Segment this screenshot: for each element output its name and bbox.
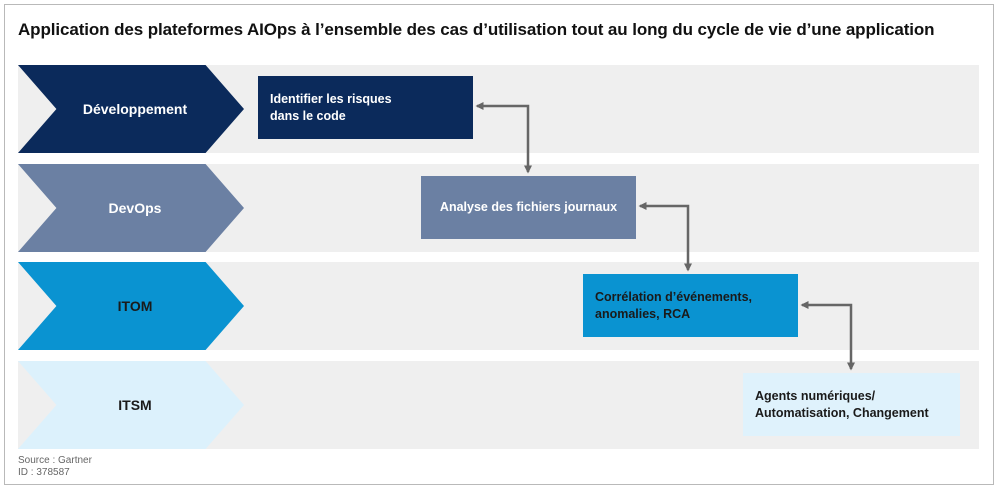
connector-devops-to-itom — [638, 202, 692, 272]
document-id: ID : 378587 — [18, 467, 70, 478]
stage-label-itsm: ITSM — [118, 397, 152, 413]
use-case-box-log-analysis: Analyse des fichiers journaux — [421, 176, 636, 239]
use-case-box-digital-agents: Agents numériques/ Automatisation, Chang… — [743, 373, 960, 436]
source-note: Source : Gartner ID : 378587 — [18, 455, 92, 479]
use-case-label-log-analysis: Analyse des fichiers journaux — [439, 200, 618, 214]
use-case-label-digital-agents: Agents numériques/ Automatisation, Chang… — [755, 388, 929, 420]
stage-chevron-development: Développement — [18, 65, 244, 153]
stage-label-itom: ITOM — [117, 298, 153, 314]
use-case-box-event-correlation: Corrélation d’événements, anomalies, RCA — [583, 274, 798, 337]
connector-itom-to-itsm — [800, 301, 855, 371]
stage-chevron-itom: ITOM — [18, 262, 244, 350]
figure-title: Application des plateformes AIOps à l’en… — [18, 20, 935, 39]
stage-label-devops: DevOps — [108, 200, 162, 216]
stage-label-development: Développement — [82, 101, 188, 117]
use-case-label-code-risks: Identifier les risques dans le code — [270, 91, 392, 123]
use-case-box-code-risks: Identifier les risques dans le code — [258, 76, 473, 139]
source-line: Source : Gartner — [18, 455, 92, 466]
use-case-label-event-correlation: Corrélation d’événements, anomalies, RCA — [595, 289, 752, 321]
connector-dev-to-devops — [475, 102, 532, 174]
